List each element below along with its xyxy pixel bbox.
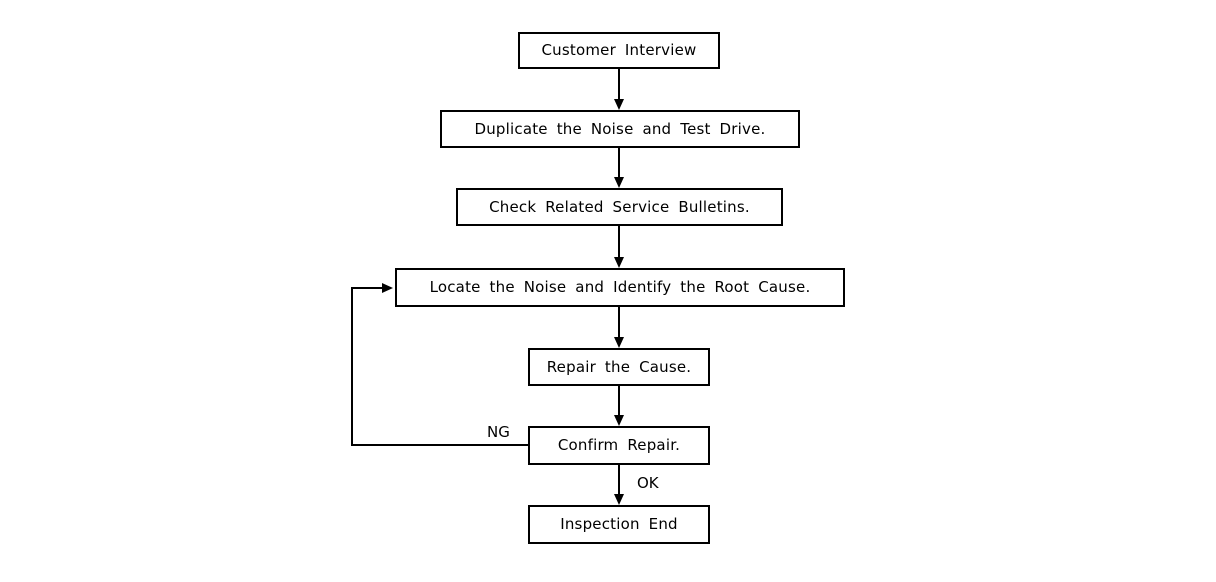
- node-customer-interview[interactable]: Customer Interview: [518, 32, 720, 69]
- connector-ng-horizontal-top: [351, 287, 384, 289]
- arrowhead-down-icon: [614, 494, 624, 505]
- connector-customer-interview-to-duplicate-noise: [618, 69, 620, 99]
- node-duplicate-noise-label: Duplicate the Noise and Test Drive.: [474, 119, 766, 138]
- connector-locate-noise-to-repair-cause: [618, 307, 620, 337]
- node-inspection-end-label: Inspection End: [560, 515, 678, 533]
- edge-label-ok: OK: [637, 474, 659, 492]
- node-customer-interview-label: Customer Interview: [541, 41, 697, 59]
- arrowhead-down-icon: [614, 337, 624, 348]
- node-check-bulletins[interactable]: Check Related Service Bulletins.: [456, 188, 783, 226]
- arrowhead-down-icon: [614, 415, 624, 426]
- node-locate-noise-label: Locate the Noise and Identify the Root C…: [429, 278, 811, 296]
- arrowhead-right-icon: [382, 283, 393, 293]
- connector-confirm-repair-to-inspection-end: [618, 465, 620, 494]
- node-repair-cause[interactable]: Repair the Cause.: [528, 348, 710, 386]
- node-confirm-repair[interactable]: Confirm Repair.: [528, 426, 710, 465]
- node-locate-noise[interactable]: Locate the Noise and Identify the Root C…: [395, 268, 845, 307]
- node-confirm-repair-label: Confirm Repair.: [557, 436, 681, 454]
- connector-repair-cause-to-confirm-repair: [618, 386, 620, 415]
- arrowhead-down-icon: [614, 257, 624, 268]
- node-inspection-end[interactable]: Inspection End: [528, 505, 710, 544]
- connector-duplicate-noise-to-check-bulletins: [618, 148, 620, 177]
- node-duplicate-noise[interactable]: Duplicate the Noise and Test Drive.: [440, 110, 800, 148]
- node-check-bulletins-label: Check Related Service Bulletins.: [489, 197, 750, 216]
- connector-ng-horizontal-bottom: [351, 444, 530, 446]
- arrowhead-down-icon: [614, 99, 624, 110]
- edge-label-ng: NG: [487, 423, 510, 441]
- node-repair-cause-label: Repair the Cause.: [546, 357, 692, 376]
- arrowhead-down-icon: [614, 177, 624, 188]
- connector-check-bulletins-to-locate-noise: [618, 226, 620, 257]
- connector-ng-vertical: [351, 287, 353, 446]
